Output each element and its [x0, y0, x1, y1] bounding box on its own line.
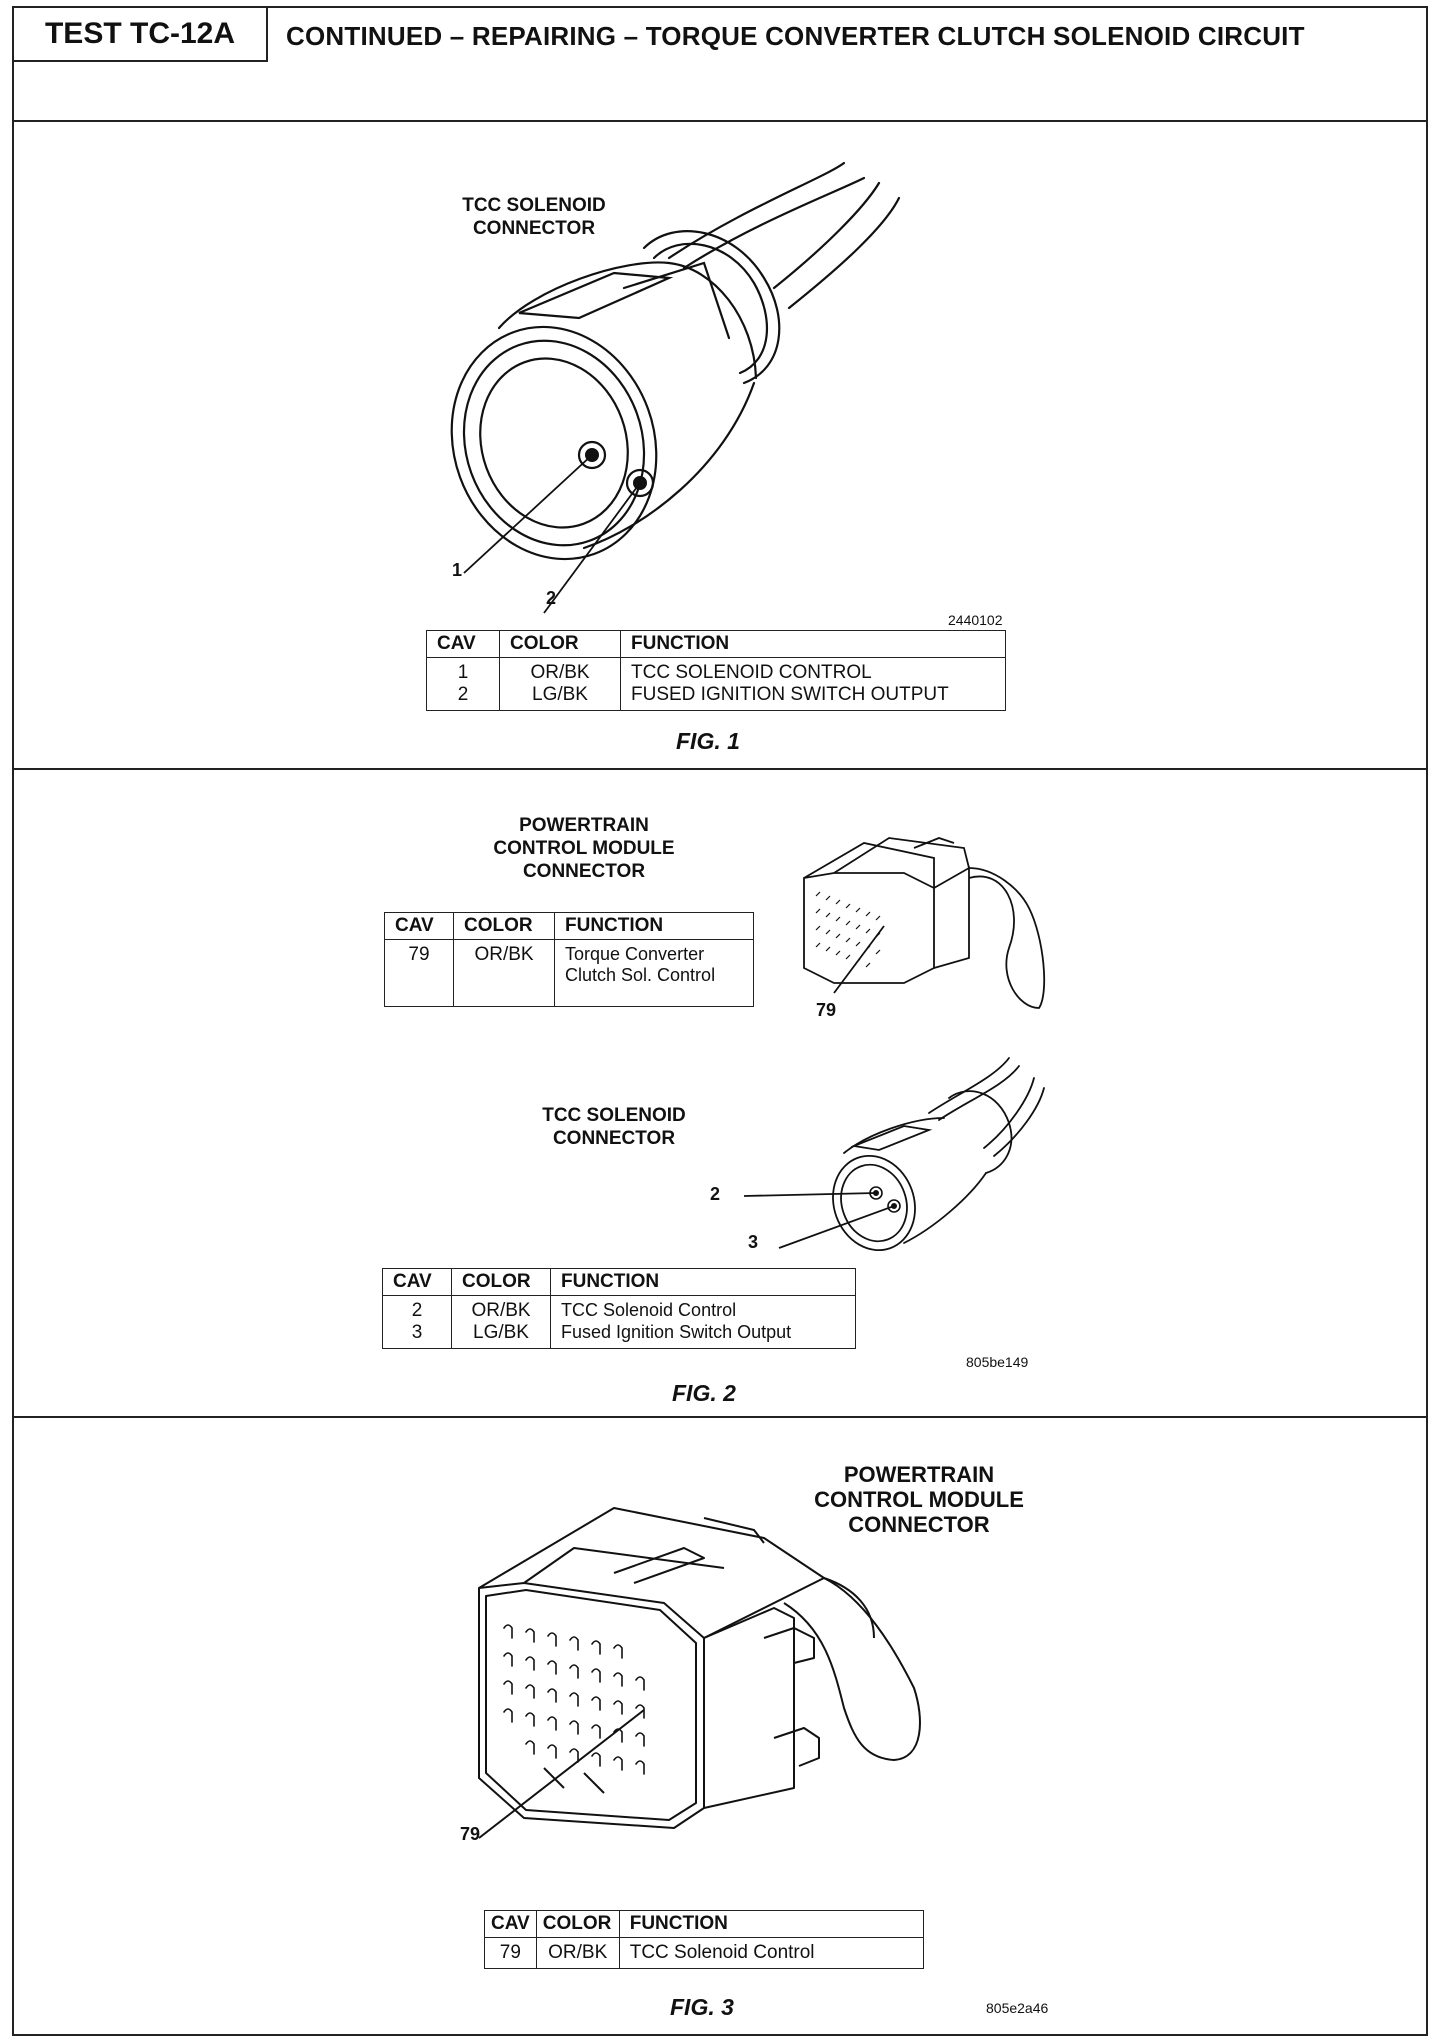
- cell-function: Fused Ignition Switch Output: [550, 1322, 856, 1349]
- col-cav-header: CAV: [382, 1268, 452, 1296]
- table-header-row: CAV COLOR FUNCTION: [384, 912, 754, 940]
- table-header-row: CAV COLOR FUNCTION: [426, 630, 1006, 658]
- fig1-connector-label: TCC SOLENOID CONNECTOR: [434, 194, 634, 240]
- fig2-tcc-cavity-table: CAV COLOR FUNCTION 2 OR/BK TCC Solenoid …: [382, 1268, 856, 1349]
- col-cav-header: CAV: [484, 1910, 537, 1938]
- table-row: 79 OR/BK Torque Converter Clutch Sol. Co…: [384, 939, 754, 1007]
- fig2-pcm-label-line1: POWERTRAIN: [519, 815, 649, 836]
- table-header-row: CAV COLOR FUNCTION: [484, 1910, 925, 1938]
- col-color-header: COLOR: [453, 912, 555, 940]
- page-title: CONTINUED – REPAIRING – TORQUE CONVERTER…: [286, 21, 1305, 51]
- col-color-header: COLOR: [451, 1268, 551, 1296]
- fig1-cavity-table: CAV COLOR FUNCTION 1 OR/BK TCC SOLENOID …: [426, 630, 1006, 711]
- col-function-header: FUNCTION: [550, 1268, 856, 1296]
- table-header-row: CAV COLOR FUNCTION: [382, 1268, 856, 1296]
- cell-color: OR/BK: [453, 939, 555, 1007]
- fig3-label-line3: CONNECTOR: [848, 1512, 990, 1537]
- fig2-pcm-callout-79: 79: [816, 1000, 837, 1020]
- fig3-label-line2: CONTROL MODULE: [814, 1487, 1024, 1512]
- cell-function: TCC SOLENOID CONTROL: [620, 657, 1006, 684]
- table-row: 1 OR/BK TCC SOLENOID CONTROL: [426, 657, 1006, 684]
- col-color-header: COLOR: [535, 1910, 620, 1938]
- fig2-tcc-label-line1: TCC SOLENOID: [542, 1105, 686, 1126]
- cell-function: Torque Converter Clutch Sol. Control: [554, 939, 754, 1007]
- fig1-caption: FIG. 1: [676, 728, 740, 754]
- section-divider: [14, 1416, 1426, 1418]
- cell-color: OR/BK: [499, 657, 621, 684]
- fig1-image-code: 2440102: [948, 612, 1003, 628]
- cell-color: LG/BK: [499, 684, 621, 711]
- cell-color: OR/BK: [451, 1295, 551, 1322]
- fig1-tcc-connector-illustration: [450, 161, 901, 614]
- cell-cav: 79: [384, 939, 454, 1007]
- fig2-tcc-connector-label: TCC SOLENOID CONNECTOR: [514, 1104, 714, 1150]
- fig3-caption: FIG. 3: [670, 1994, 734, 2020]
- cell-color: OR/BK: [535, 1937, 620, 1969]
- section-divider: [14, 768, 1426, 770]
- cell-cav: 2: [426, 684, 500, 711]
- col-cav-header: CAV: [426, 630, 500, 658]
- fig3-image-code: 805e2a46: [986, 2000, 1049, 2016]
- table-row: 79 OR/BK TCC Solenoid Control: [484, 1937, 925, 1969]
- fig2-pcm-connector-illustration: [803, 837, 1046, 1009]
- table-row: 2 LG/BK FUSED IGNITION SWITCH OUTPUT: [426, 684, 1006, 711]
- fig2-pcm-cavity-table: CAV COLOR FUNCTION 79 OR/BK Torque Conve…: [384, 912, 754, 1007]
- table-row: 2 OR/BK TCC Solenoid Control: [382, 1295, 856, 1322]
- fig2-pcm-connector-label: POWERTRAIN CONTROL MODULE CONNECTOR: [484, 814, 684, 883]
- cell-function: FUSED IGNITION SWITCH OUTPUT: [620, 684, 1006, 711]
- fig3-pcm-connector-label: POWERTRAIN CONTROL MODULE CONNECTOR: [794, 1462, 1044, 1537]
- cell-function: TCC Solenoid Control: [618, 1937, 925, 1969]
- col-cav-header: CAV: [384, 912, 454, 940]
- col-function-header: FUNCTION: [618, 1910, 925, 1938]
- fig3-pcm-connector-illustration: [478, 1507, 921, 1839]
- page-header: TEST TC-12A CONTINUED – REPAIRING – TORQ…: [14, 8, 1426, 122]
- col-function-header: FUNCTION: [620, 630, 1006, 658]
- fig2-caption: FIG. 2: [672, 1380, 736, 1406]
- fig3-callout-79: 79: [460, 1824, 481, 1844]
- fig2-image-code: 805be149: [966, 1354, 1029, 1370]
- fig1-callout-pin1: 1: [452, 560, 463, 580]
- fig2-tcc-connector-illustration: [743, 1057, 1045, 1252]
- function-line1: Torque Converter: [565, 944, 705, 964]
- fig2-pcm-label-line3: CONNECTOR: [522, 861, 646, 882]
- cell-cav: 2: [382, 1295, 452, 1322]
- fig2-tcc-callout-2: 2: [710, 1184, 721, 1204]
- table-row: 3 LG/BK Fused Ignition Switch Output: [382, 1322, 856, 1349]
- fig1-label-line1: TCC SOLENOID: [462, 195, 606, 216]
- cell-cav: 79: [484, 1937, 537, 1969]
- fig2-pcm-label-line2: CONTROL MODULE: [493, 838, 675, 859]
- service-manual-page: TEST TC-12A CONTINUED – REPAIRING – TORQ…: [12, 6, 1428, 2036]
- fig3-label-line1: POWERTRAIN: [843, 1462, 995, 1487]
- cell-cav: 1: [426, 657, 500, 684]
- fig1-label-line2: CONNECTOR: [472, 218, 596, 239]
- col-color-header: COLOR: [499, 630, 621, 658]
- cell-color: LG/BK: [451, 1322, 551, 1349]
- fig3-cavity-table: CAV COLOR FUNCTION 79 OR/BK TCC Solenoid…: [484, 1910, 925, 1969]
- cell-cav: 3: [382, 1322, 452, 1349]
- function-line2: Clutch Sol. Control: [565, 965, 716, 985]
- test-id-tag: TEST TC-12A: [14, 8, 268, 62]
- cell-function: TCC Solenoid Control: [550, 1295, 856, 1322]
- fig2-tcc-label-line2: CONNECTOR: [552, 1128, 676, 1149]
- col-function-header: FUNCTION: [554, 912, 754, 940]
- fig1-callout-pin2: 2: [546, 588, 557, 608]
- fig2-tcc-callout-3: 3: [748, 1232, 759, 1252]
